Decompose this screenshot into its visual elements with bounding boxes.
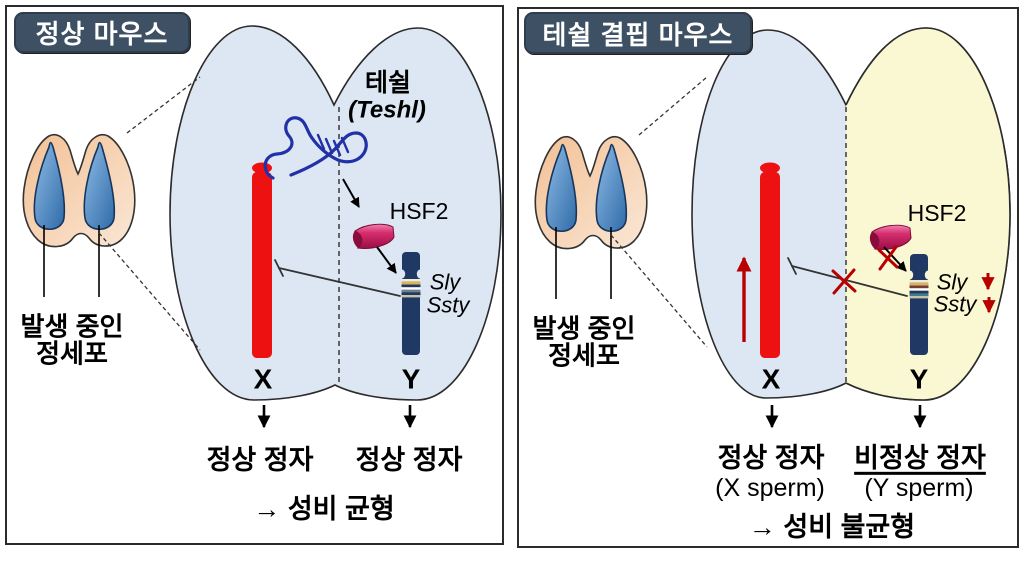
normal-sperm-y-label: 정상 정자 [355,444,463,475]
sly-gene-label: Sly [936,269,968,295]
x-chromosome-label: X [761,363,781,395]
hsf2-protein-icon [869,224,912,250]
hsf2-to-y-arrow [376,246,397,274]
x-chromosome-label: X [253,363,273,395]
developing-germ-cell-label-line2: 정세포 [548,340,620,371]
zoom-connector-lines [98,76,201,351]
developing-germ-cell-label-line1: 발생 중인 [20,311,124,342]
deficient-mouse-diagram [534,27,1011,429]
hsf2-to-y-arrow [883,246,907,272]
teshl-rna-icon [263,116,368,180]
normal-sperm-label: 정상 정자 [717,442,825,473]
x-chromosome [252,162,272,358]
sex-ratio-imbalance-label: → 성비 불균형 [748,511,916,542]
testis-icon [22,134,136,248]
y-chromosome [398,252,424,355]
sex-ratio-balance-label: → 성비 균형 [253,493,395,524]
hsf2-block-cross-icon [877,245,899,271]
normal-sperm-x-label: 정상 정자 [206,444,314,475]
y-sperm-sublabel: (Y sperm) [864,473,974,502]
gene-band-region [401,279,421,298]
x-sperm-sublabel: (X sperm) [715,473,825,502]
inhibition-line [787,257,908,297]
panel-title-badge: 테쉴 결핍 마우스 [524,12,752,54]
inhibition-block-cross-icon [831,268,857,295]
y-chromosome-label: Y [909,363,929,395]
rna-to-hsf2-arrow [342,178,360,208]
panel-teshl-deficient-mouse: 테쉴 결핍 마우스 발생 중인 정세포 HSF2 Sly Ssty X Y 정상… [517,7,1019,548]
y-chromosome [906,254,932,355]
ssty-gene-label: Ssty [426,292,470,318]
zoom-connector-lines [610,76,708,348]
cell-body [169,25,502,401]
panel-title: 테쉴 결핍 마우스 [542,19,734,50]
teshl-name-label: 테쉴 [364,68,412,97]
abnormal-sperm-label: 비정상 정자 [854,442,986,473]
hsf2-label: HSF2 [389,197,449,224]
hsf2-label: HSF2 [907,199,967,226]
testis-icon [534,136,648,250]
hsf2-protein-icon [352,223,395,249]
panel-title-badge: 정상 마우스 [14,12,190,53]
y-chromosome-label: Y [401,363,421,395]
testis-stem-lines [43,225,100,297]
developing-germ-cell-label-line1: 발생 중인 [532,313,636,344]
sly-gene-label: Sly [429,269,461,295]
y-spermatid-outline [845,27,1011,401]
ssty-gene-label: Ssty [933,291,977,317]
teshl-gene-label: (Teshl) [348,96,426,124]
developing-germ-cell-label-line2: 정세포 [36,338,108,369]
x-chromosome [760,162,780,358]
gene-band-region [909,280,929,299]
panel-normal-mouse: 정상 마우스 발생 중인 정세포 테쉴 (Teshl) HSF2 Sly Sst… [5,5,504,545]
panel-title: 정상 마우스 [35,19,169,49]
y-spermatid-yellow-half [846,28,1010,400]
testis-stem-lines [555,227,612,299]
inhibition-line [274,259,401,297]
normal-mouse-diagram [22,25,502,429]
